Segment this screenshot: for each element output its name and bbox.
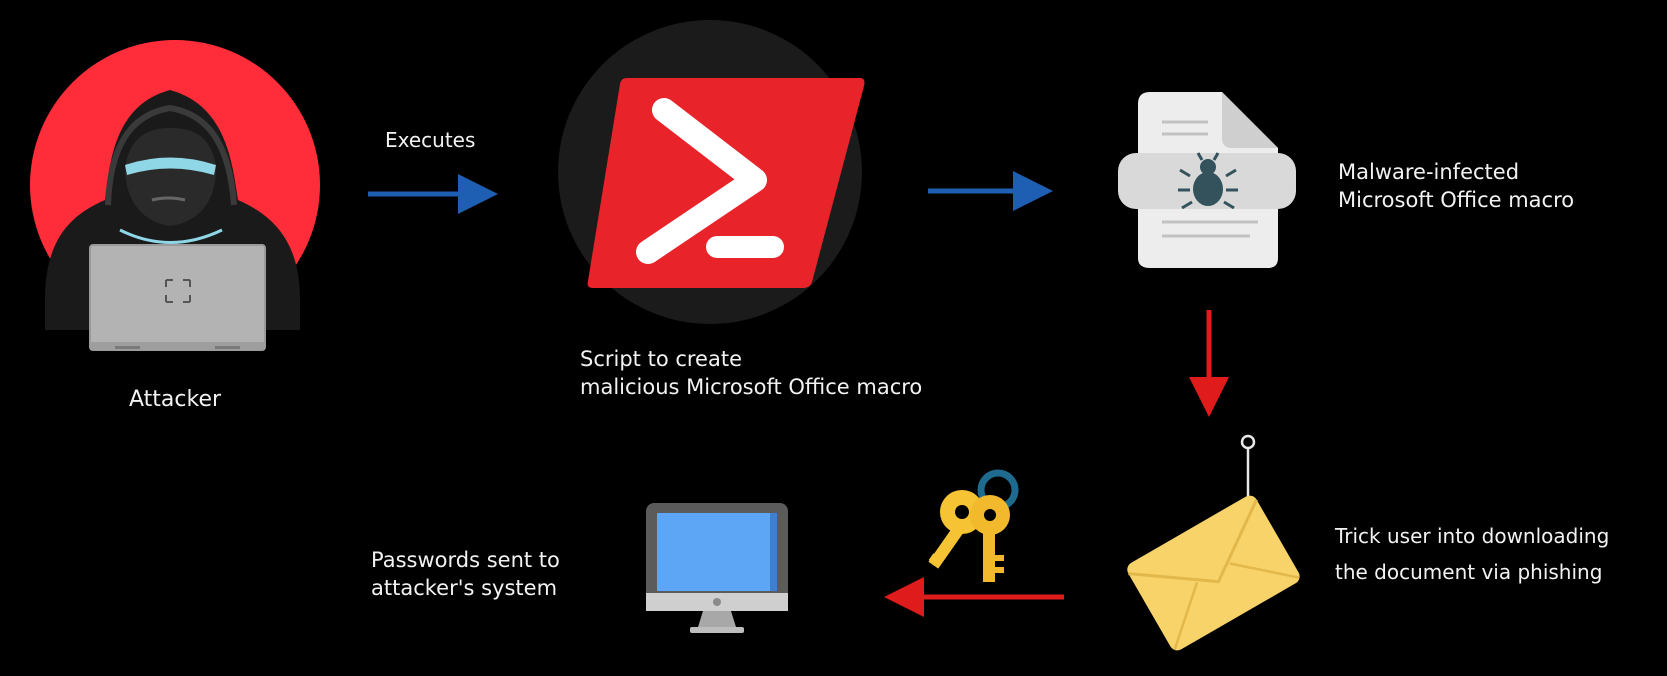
executes-label: Executes — [385, 126, 475, 154]
script-label-line-2: malicious Microsoft Office macro — [580, 375, 923, 399]
phishing-label-line-2: the document via phishing — [1335, 560, 1603, 584]
hacker-icon — [30, 40, 320, 351]
passwords-label-line-2: attacker's system — [371, 576, 558, 600]
powershell-icon — [558, 20, 865, 324]
phishing-label-line-1: Trick user into downloading — [1335, 524, 1610, 548]
malware-label: Malware-infected Microsoft Office macro — [1338, 158, 1574, 214]
attacker-label-text: Attacker — [129, 387, 222, 412]
script-label-line-1: Script to create — [580, 347, 743, 371]
malware-label-line-1: Malware-infected — [1338, 160, 1520, 184]
executes-label-text: Executes — [385, 128, 476, 152]
passwords-label: Passwords sent to attacker's system — [371, 546, 560, 602]
keys-icon — [928, 469, 1019, 582]
passwords-label-line-1: Passwords sent to — [371, 548, 560, 572]
script-label: Script to create malicious Microsoft Off… — [580, 345, 922, 401]
malware-label-line-2: Microsoft Office macro — [1338, 188, 1575, 212]
computer-monitor-icon — [646, 503, 788, 633]
infected-document-icon — [1118, 92, 1296, 268]
phishing-envelope-icon — [1127, 434, 1300, 651]
attacker-label: Attacker — [129, 386, 221, 414]
phishing-label: Trick user into downloading the document… — [1335, 518, 1609, 590]
